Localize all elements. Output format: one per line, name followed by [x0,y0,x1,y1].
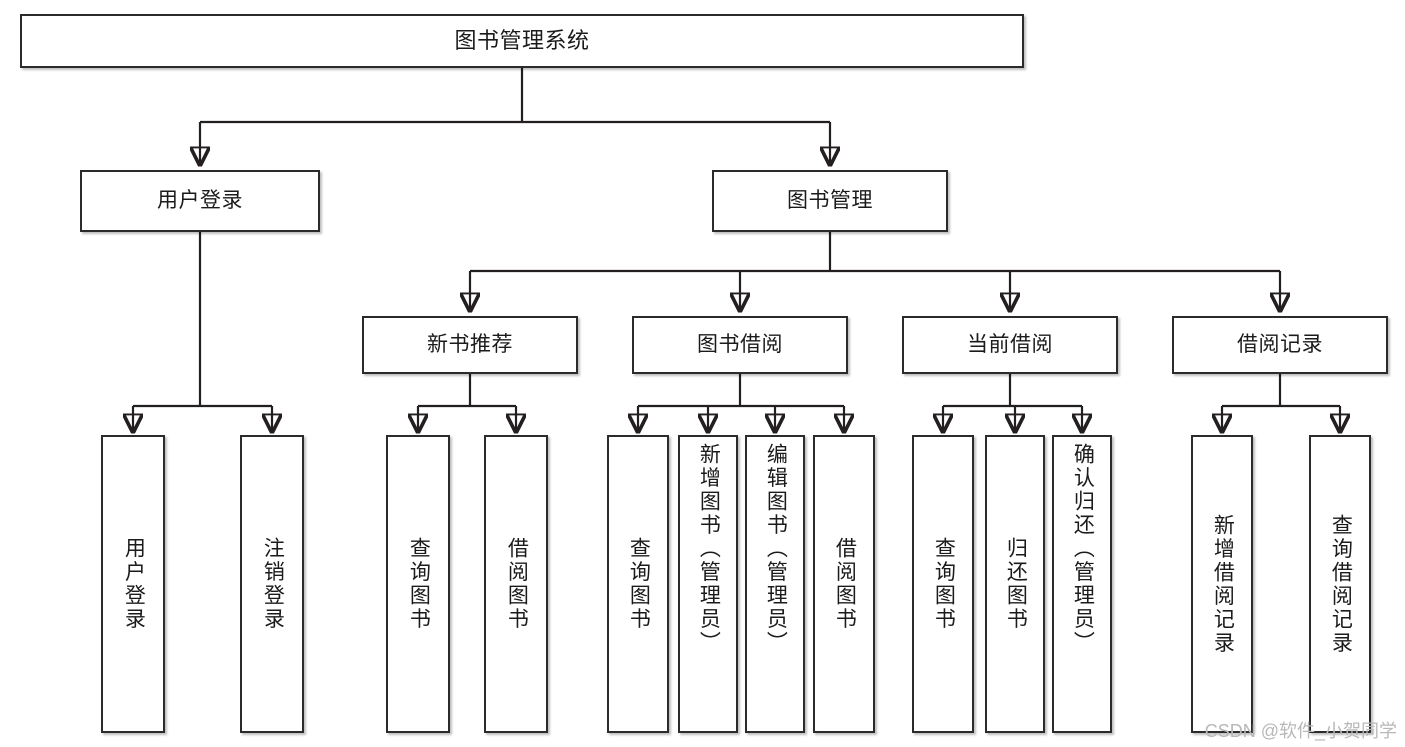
node-borrow-record-label: 借阅记录 [1237,332,1323,356]
node-leaf-query-book-2[interactable]: 查询图书 [607,435,669,733]
node-leaf-borrow-book-2-label: 借阅图书 [833,537,857,631]
node-current-borrow[interactable]: 当前借阅 [902,316,1118,374]
node-leaf-query-record[interactable]: 查询借阅记录 [1309,435,1371,733]
node-new-book-rec[interactable]: 新书推荐 [362,316,578,374]
node-book-borrow-label: 图书借阅 [697,332,783,356]
node-leaf-user-login-label: 用户登录 [122,537,146,631]
node-root[interactable]: 图书管理系统 [20,14,1024,68]
node-root-label: 图书管理系统 [454,28,590,54]
node-leaf-confirm-return[interactable]: 确认归还（管理员） [1052,435,1112,733]
node-user-login-label: 用户登录 [157,188,243,212]
node-book-manage[interactable]: 图书管理 [712,170,948,232]
node-leaf-add-record-label: 新增借阅记录 [1211,513,1235,655]
node-leaf-add-book[interactable]: 新增图书（管理员） [678,435,738,733]
node-leaf-logout[interactable]: 注销登录 [240,435,304,733]
node-leaf-confirm-return-label: 确认归还（管理员） [1071,443,1095,655]
node-leaf-add-record[interactable]: 新增借阅记录 [1191,435,1253,733]
node-leaf-return-book[interactable]: 归还图书 [985,435,1045,733]
node-leaf-query-record-label: 查询借阅记录 [1329,513,1353,655]
node-book-borrow[interactable]: 图书借阅 [632,316,848,374]
node-leaf-borrow-book-1-label: 借阅图书 [505,537,529,631]
node-leaf-query-book-1-label: 查询图书 [407,537,431,631]
node-leaf-query-book-2-label: 查询图书 [627,537,651,631]
node-book-manage-label: 图书管理 [787,188,873,212]
node-leaf-edit-book[interactable]: 编辑图书（管理员） [745,435,805,733]
node-leaf-add-book-label: 新增图书（管理员） [697,443,721,655]
node-user-login[interactable]: 用户登录 [80,170,320,232]
node-new-book-rec-label: 新书推荐 [427,332,513,356]
node-leaf-user-login[interactable]: 用户登录 [101,435,165,733]
node-leaf-logout-label: 注销登录 [261,537,285,631]
node-current-borrow-label: 当前借阅 [967,332,1053,356]
node-leaf-borrow-book-1[interactable]: 借阅图书 [484,435,548,733]
node-leaf-query-book-1[interactable]: 查询图书 [386,435,450,733]
watermark: CSDN @软件_小贺同学 [1204,721,1397,741]
node-leaf-query-book-3[interactable]: 查询图书 [912,435,974,733]
node-leaf-query-book-3-label: 查询图书 [932,537,956,631]
node-leaf-edit-book-label: 编辑图书（管理员） [764,443,788,655]
node-borrow-record[interactable]: 借阅记录 [1172,316,1388,374]
node-leaf-borrow-book-2[interactable]: 借阅图书 [813,435,875,733]
node-leaf-return-book-label: 归还图书 [1004,537,1028,631]
